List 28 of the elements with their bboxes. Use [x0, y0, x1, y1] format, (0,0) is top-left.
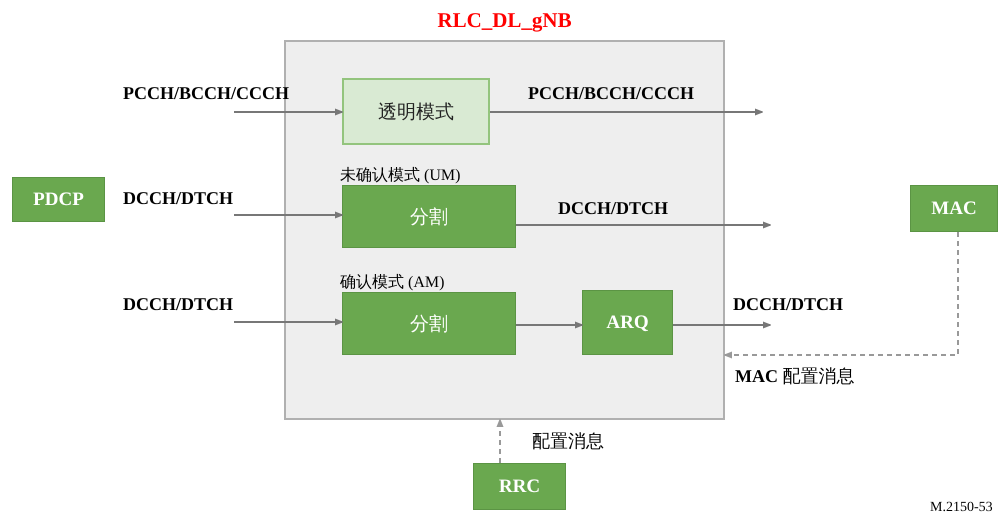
edge-label: 配置消息	[532, 430, 604, 453]
process-box: RRC	[473, 463, 566, 510]
arrow	[490, 108, 764, 116]
arrow	[234, 108, 344, 116]
edge-label: PCCH/BCCH/CCCH	[528, 83, 694, 104]
arrow	[516, 221, 772, 229]
box-heading: 确认模式 (AM)	[340, 272, 444, 293]
process-box: ARQ	[582, 290, 673, 355]
arrow	[496, 418, 504, 463]
edge-label: MAC 配置消息	[735, 365, 854, 388]
arrow	[516, 321, 584, 329]
process-box: 分割	[342, 292, 516, 355]
edge-label: DCCH/DTCH	[123, 188, 234, 209]
process-box: MAC	[910, 185, 998, 232]
box-title: RLC_DL_gNB	[437, 8, 572, 33]
arrow	[234, 211, 344, 219]
edge-label: DCCH/DTCH	[733, 294, 844, 315]
figure-number: M.2150-53	[930, 500, 993, 516]
arrow	[673, 321, 772, 329]
process-box: 透明模式	[342, 78, 490, 145]
process-box: 分割	[342, 185, 516, 248]
edge-label: PCCH/BCCH/CCCH	[123, 83, 289, 104]
arrow	[724, 232, 959, 359]
box-heading: 未确认模式 (UM)	[340, 166, 460, 186]
process-box: PDCP	[12, 177, 105, 222]
arrow	[234, 318, 344, 326]
edge-label: DCCH/DTCH	[558, 198, 668, 219]
edge-label: DCCH/DTCH	[123, 294, 234, 315]
